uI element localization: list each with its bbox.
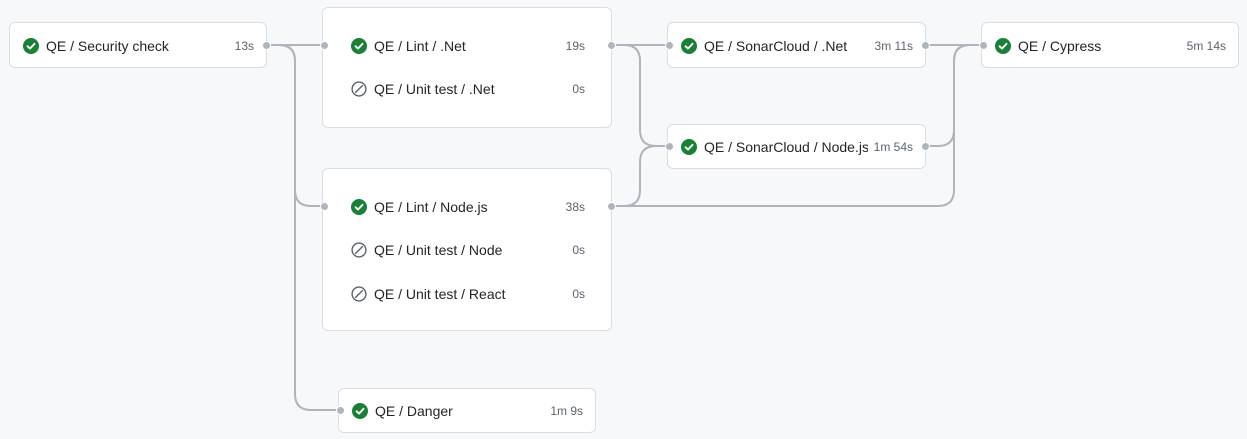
job-group-dotnet: QE / Lint / .Net 19s QE / Unit test / .N… xyxy=(322,7,612,128)
job-card-cypress: QE / Cypress 5m 14s xyxy=(981,22,1239,68)
job-unit-test-net[interactable]: QE / Unit test / .Net 0s xyxy=(323,74,611,104)
job-sonar-net[interactable]: QE / SonarCloud / .Net 3m 11s xyxy=(668,31,925,61)
port-out-lint-net xyxy=(607,41,616,50)
job-duration: 19s xyxy=(565,39,585,53)
port-in-lint-net xyxy=(320,41,329,50)
job-duration: 13s xyxy=(234,39,254,53)
job-unit-test-react[interactable]: QE / Unit test / React 0s xyxy=(323,279,611,309)
skip-icon xyxy=(351,286,367,302)
job-lint-net[interactable]: QE / Lint / .Net 19s xyxy=(323,31,611,61)
port-out-sonar-net xyxy=(921,41,930,50)
job-cypress[interactable]: QE / Cypress 5m 14s xyxy=(982,31,1238,61)
check-circle-fill-icon xyxy=(995,38,1011,54)
job-name: QE / Lint / Node.js xyxy=(374,199,488,215)
port-out-sonar-node xyxy=(921,142,930,151)
job-duration: 1m 54s xyxy=(873,140,913,154)
job-name: QE / SonarCloud / .Net xyxy=(704,38,848,54)
job-name: QE / Lint / .Net xyxy=(374,38,466,54)
job-danger[interactable]: QE / Danger 1m 9s xyxy=(339,396,595,426)
job-lint-node[interactable]: QE / Lint / Node.js 38s xyxy=(323,192,611,222)
job-name: QE / Unit test / React xyxy=(374,286,506,302)
check-circle-fill-icon xyxy=(352,403,368,419)
job-duration: 1m 9s xyxy=(550,404,583,418)
job-duration: 0s xyxy=(572,82,585,96)
job-security-check[interactable]: QE / Security check 13s xyxy=(10,31,266,61)
port-in-danger xyxy=(336,406,345,415)
job-card-sonar-node: QE / SonarCloud / Node.js 1m 54s xyxy=(667,124,926,169)
job-name: QE / Cypress xyxy=(1018,38,1102,54)
job-duration: 0s xyxy=(572,287,585,301)
check-circle-fill-icon xyxy=(23,38,39,54)
job-name: QE / Security check xyxy=(46,38,169,54)
check-circle-fill-icon xyxy=(681,38,697,54)
port-out-lint-node xyxy=(607,202,616,211)
edge-security-to-danger xyxy=(266,44,340,411)
check-circle-fill-icon xyxy=(681,139,697,155)
job-duration: 5m 14s xyxy=(1186,39,1226,53)
port-out-security-check xyxy=(262,41,271,50)
port-in-sonar-node xyxy=(665,142,674,151)
job-unit-test-node[interactable]: QE / Unit test / Node 0s xyxy=(323,235,611,265)
job-duration: 38s xyxy=(565,200,585,214)
job-group-node: QE / Lint / Node.js 38s QE / Unit test /… xyxy=(322,168,612,331)
edge-lint-node-to-cypress xyxy=(611,44,983,207)
check-circle-fill-icon xyxy=(351,38,367,54)
edge-lint-net-to-sonar-node xyxy=(611,44,669,147)
job-sonar-node[interactable]: QE / SonarCloud / Node.js 1m 54s xyxy=(668,132,925,162)
port-in-lint-node xyxy=(320,202,329,211)
job-name: QE / Unit test / .Net xyxy=(374,81,495,97)
job-name: QE / SonarCloud / Node.js xyxy=(704,139,868,155)
job-name: QE / Danger xyxy=(375,403,453,419)
skip-icon xyxy=(351,81,367,97)
job-card-danger: QE / Danger 1m 9s xyxy=(338,388,596,433)
check-circle-fill-icon xyxy=(351,199,367,215)
skip-icon xyxy=(351,242,367,258)
port-in-sonar-net xyxy=(665,41,674,50)
job-card-sonar-net: QE / SonarCloud / .Net 3m 11s xyxy=(667,22,926,68)
job-duration: 0s xyxy=(572,243,585,257)
edge-lint-node-to-sonar-node xyxy=(611,145,669,207)
job-name: QE / Unit test / Node xyxy=(374,242,503,258)
job-duration: 3m 11s xyxy=(874,39,913,53)
port-in-cypress xyxy=(979,41,988,50)
job-card-security-check: QE / Security check 13s xyxy=(9,22,267,68)
